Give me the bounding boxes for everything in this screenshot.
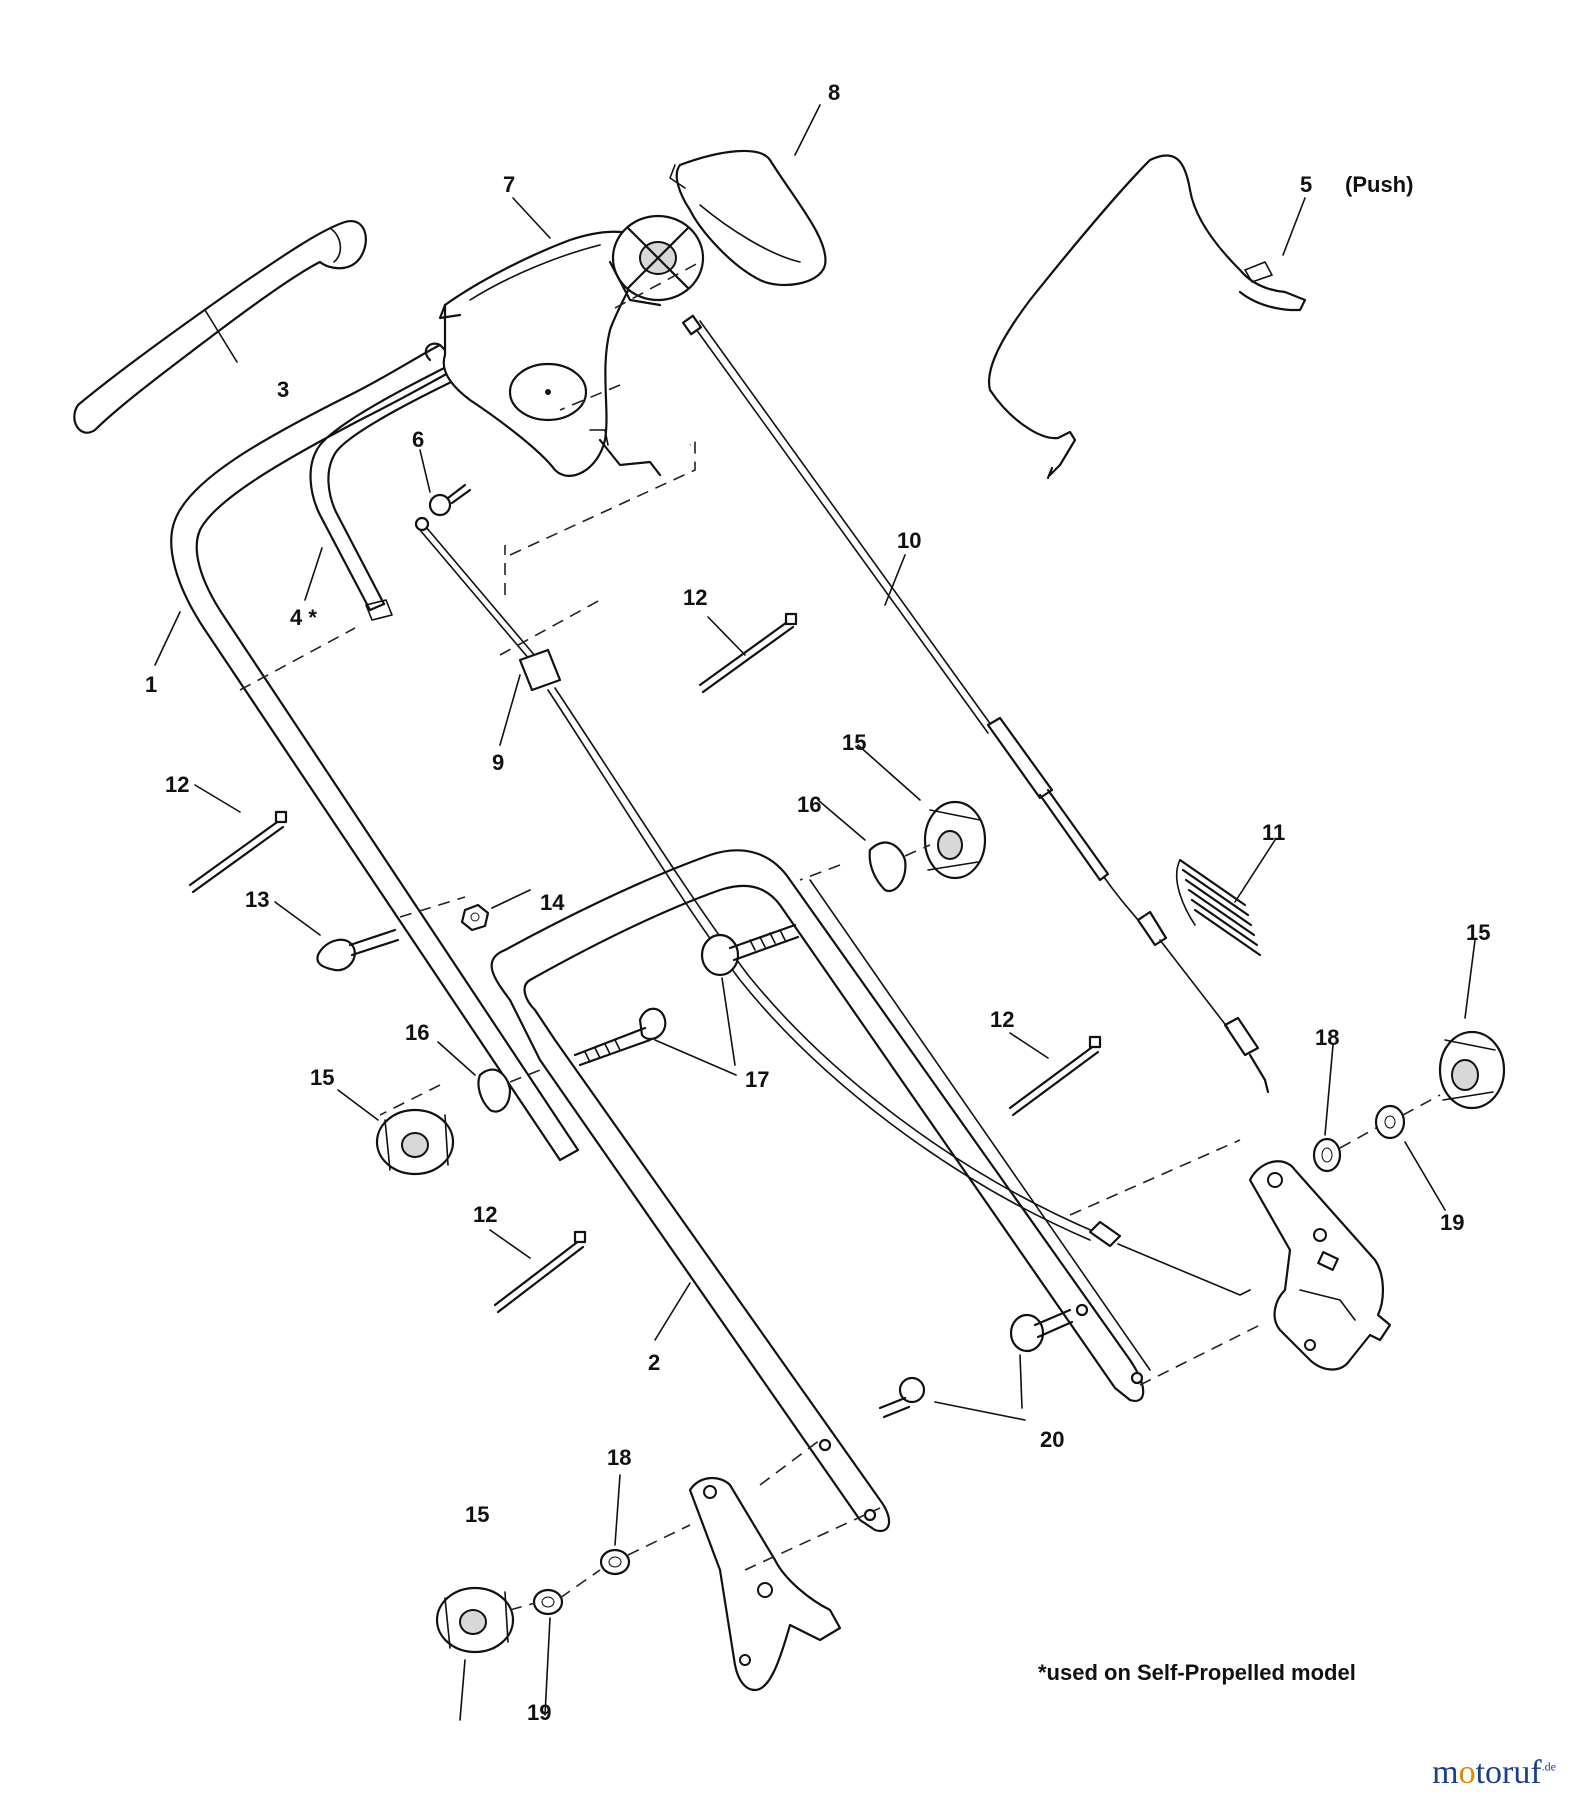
- callout-8: 8: [828, 80, 840, 105]
- knob-15-parts: [375, 800, 1506, 1654]
- upper-cable-part: [681, 314, 1270, 1094]
- cable-tie-parts: [188, 612, 1102, 1314]
- callout-15d: 15: [465, 1502, 489, 1527]
- callout-19b: 19: [527, 1700, 551, 1725]
- control-cover-part: [669, 149, 827, 287]
- callout-12b: 12: [165, 772, 189, 797]
- brand-watermark: motoruf.de: [1432, 1754, 1556, 1791]
- callout-16b: 16: [405, 1020, 429, 1045]
- callout-13: 13: [245, 887, 269, 912]
- callout-1: 1: [145, 672, 157, 697]
- callout-12c: 12: [990, 1007, 1014, 1032]
- callout-2: 2: [648, 1350, 660, 1375]
- callout-4: 4 *: [290, 605, 317, 630]
- callout-19a: 19: [1440, 1210, 1464, 1235]
- bolt-17-parts: [573, 923, 800, 1067]
- callout-15b: 15: [1466, 920, 1490, 945]
- spring-part: [1175, 858, 1262, 957]
- bolt-20-parts: [878, 1308, 1074, 1419]
- leader-lines: [154, 104, 1476, 1721]
- callout-17: 17: [745, 1067, 769, 1092]
- callout-6: 6: [412, 427, 424, 452]
- callout-3: 3: [277, 377, 289, 402]
- callout-18b: 18: [607, 1445, 631, 1470]
- screw-part: [428, 483, 472, 517]
- callout-12a: 12: [683, 585, 707, 610]
- callout-push: (Push): [1345, 172, 1413, 197]
- callout-18a: 18: [1315, 1025, 1339, 1050]
- lower-handle-part: [490, 849, 1151, 1533]
- callout-16a: 16: [797, 792, 821, 817]
- right-bracket-part: [1248, 1160, 1392, 1371]
- callout-5: 5: [1300, 172, 1312, 197]
- control-housing-part: [438, 214, 705, 477]
- upper-handle-part: [170, 342, 580, 1162]
- callout-20: 20: [1040, 1427, 1064, 1452]
- left-bracket-part: [688, 1477, 842, 1692]
- callout-7: 7: [503, 172, 515, 197]
- callout-15c: 15: [310, 1065, 334, 1090]
- callout-labels: 1 2 3 4 * 5 (Push) 6 7 8 9 10 11 12 12 1…: [145, 80, 1490, 1725]
- lower-cable-part: [414, 516, 1251, 1296]
- callout-11: 11: [1262, 820, 1285, 845]
- handle-grip-part: [73, 219, 367, 434]
- callout-10: 10: [897, 528, 921, 553]
- callout-12d: 12: [473, 1202, 497, 1227]
- callout-15a: 15: [842, 730, 866, 755]
- push-bail-part: [988, 154, 1307, 480]
- callout-14: 14: [540, 890, 565, 915]
- footnote: *used on Self-Propelled model: [1038, 1660, 1356, 1685]
- bolt-13-part: [316, 928, 400, 972]
- nut-14-part: [460, 903, 490, 932]
- washer-parts: [477, 841, 1406, 1616]
- bail-bar-part: [309, 353, 482, 621]
- assembly-lines: [239, 261, 1441, 1611]
- callout-9: 9: [492, 750, 504, 775]
